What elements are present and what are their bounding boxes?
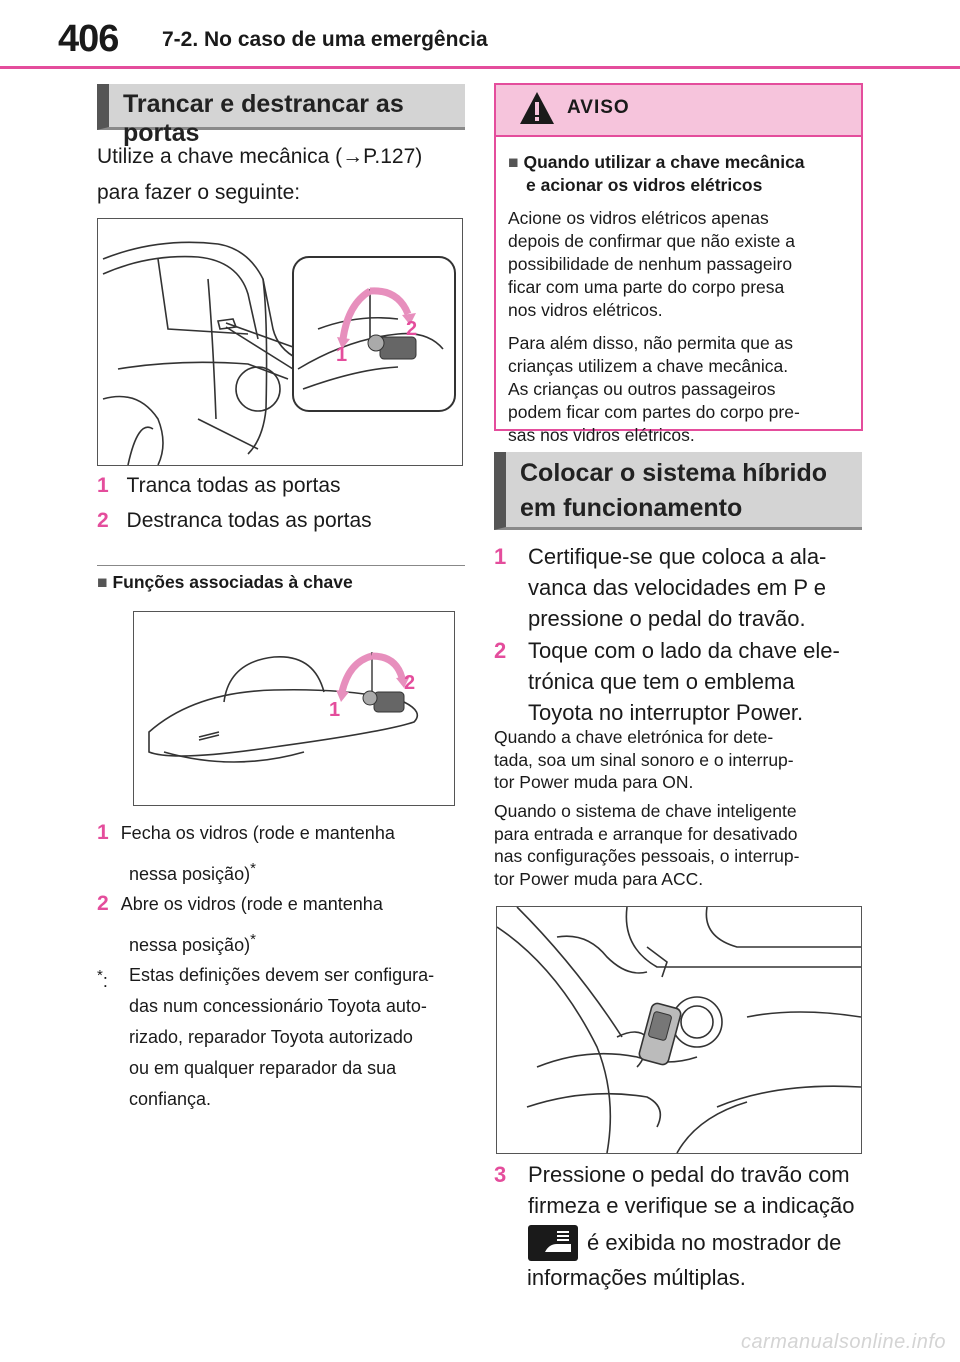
warning-header: AVISO	[496, 85, 861, 137]
warning-title: AVISO	[567, 97, 630, 118]
heading-lock-unlock: Trancar e destrancar as portas	[97, 84, 465, 147]
asterisk-mark: *	[250, 860, 256, 877]
page-number: 406	[58, 18, 119, 60]
door-handle-illustration: 1 2	[148, 652, 419, 763]
fig2-label-2: 2	[404, 672, 415, 694]
warning-paragraph-1: Acione os vidros elétricos apenas depois…	[508, 208, 795, 320]
intro-text: Utilize a chave mecânica (→P.127) para f…	[97, 140, 467, 210]
step-number: 1	[494, 544, 507, 569]
divider	[97, 565, 465, 566]
start-step-2: 2 Toque com o lado da chave ele- trónica…	[494, 635, 866, 728]
step-number: 2	[97, 509, 109, 532]
warning-triangle-icon	[520, 92, 554, 124]
start-step-3-last-line: informações múltiplas.	[527, 1265, 746, 1290]
fig1-label-2: 2	[406, 318, 417, 340]
arrow-icon: →	[342, 145, 364, 168]
start-step-3: 3 Pressione o pedal do travão com firmez…	[494, 1159, 866, 1221]
header-rule	[0, 66, 960, 69]
warning-box: AVISO ■ Quando utilizar a chave mecânica…	[494, 83, 863, 445]
figure-car-door-key: 1 2	[97, 218, 463, 466]
footnote: *: Estas definições devem ser configura-…	[97, 965, 435, 1109]
step-number: 3	[494, 1162, 507, 1187]
warning-paragraph-2: Para além disso, não permita que as cria…	[508, 333, 800, 445]
heading-start-hybrid: Colocar o sistema híbrido em funcionamen…	[494, 452, 862, 530]
note-acc-mode: Quando o sistema de chave inteligente pa…	[494, 801, 800, 889]
warning-subheading: ■ Quando utilizar a chave mecânica e aci…	[508, 152, 805, 195]
fig1-label-1: 1	[336, 344, 347, 366]
sub-heading-key-functions: ■ Funções associadas à chave	[97, 572, 353, 592]
heading-lock-unlock-text: Trancar e destrancar as portas	[123, 90, 404, 147]
step-number: 2	[494, 638, 507, 663]
page-ref-link[interactable]: P.127)	[363, 145, 423, 168]
step-number: 1	[97, 474, 109, 497]
warning-body: ■ Quando utilizar a chave mecânica e aci…	[496, 151, 861, 447]
square-bullet-icon: ■	[97, 572, 108, 592]
figure-door-handle: 1 2	[133, 611, 455, 806]
start-step-1: 1 Certifique-se que coloca a ala- vanca …	[494, 541, 866, 634]
hybrid-ready-indicator-icon	[528, 1225, 578, 1261]
step-text: Tranca todas as portas	[126, 474, 341, 497]
power-switch-illustration	[497, 907, 861, 1153]
square-bullet-icon: ■	[508, 152, 519, 172]
step-number: 2	[97, 892, 109, 915]
start-step-3-indicator-line: é exibida no mostrador de	[527, 1222, 867, 1264]
intro-line-2: para fazer o seguinte:	[97, 181, 301, 204]
fig2-label-1: 1	[329, 699, 340, 721]
car-door-illustration: 1 2	[102, 241, 456, 465]
note-on-mode: Quando a chave eletrónica for dete- tada…	[494, 727, 794, 792]
intro-line-1: Utilize a chave mecânica (→P.127)	[97, 145, 423, 168]
lock-step-1: 1 Tranca todas as portas	[97, 474, 341, 498]
step-number: 1	[97, 821, 109, 844]
lock-step-2: 2 Destranca todas as portas	[97, 509, 372, 533]
section-title: 7-2. No caso de uma emergência	[162, 28, 488, 51]
asterisk-mark: *	[250, 931, 256, 948]
footer-watermark: carmanualsonline.info	[740, 1331, 946, 1353]
step-text: Destranca todas as portas	[126, 509, 372, 532]
figure-power-switch	[496, 906, 862, 1154]
